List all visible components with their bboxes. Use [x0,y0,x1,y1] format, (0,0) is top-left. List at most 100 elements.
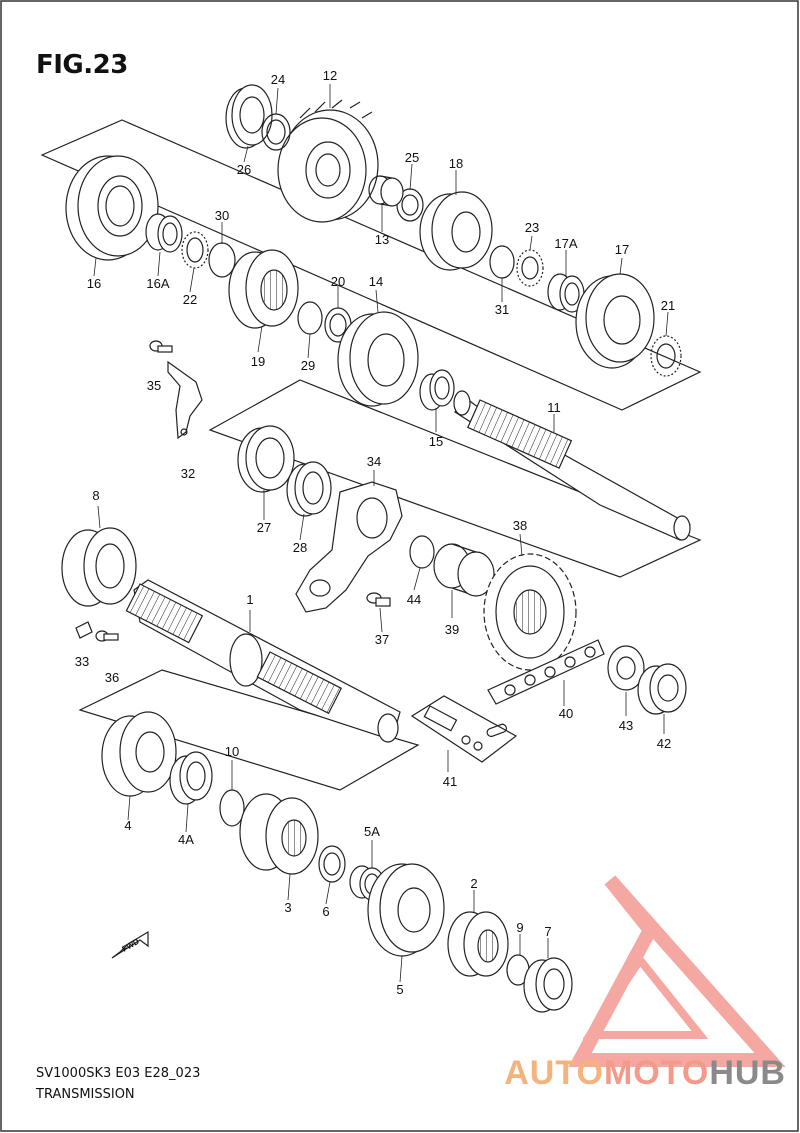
gear-2 [447,911,509,977]
bushing-16A [145,213,183,253]
leader-lines [93,84,669,983]
callout-6: 6 [322,904,329,919]
bearing-27 [237,425,295,493]
bolt-36 [95,630,119,642]
callout-36: 36 [105,670,119,685]
circlip-29 [297,301,323,335]
callout-30: 30 [215,208,229,223]
washer-43 [607,645,645,691]
driveshaft-1 [125,579,401,743]
group-box-countershaft [40,119,702,411]
washer-6 [318,845,346,883]
callout-15: 15 [429,434,443,449]
gear-3 [239,793,319,875]
callout-5A: 5A [364,824,380,839]
bushing-15 [419,369,455,411]
bearing-7 [523,957,573,1013]
callout-1: 1 [246,592,253,607]
figure-title: FIG.23 [36,50,128,80]
callout-42: 42 [657,736,671,751]
callout-7: 7 [544,924,551,939]
callout-29: 29 [301,358,315,373]
watermark-triangle-icon [568,875,786,1067]
sprocket-38 [483,553,577,671]
callout-40: 40 [559,706,573,721]
circlip-10 [219,789,245,827]
plate-34 [295,481,403,613]
countershaft-11 [453,390,691,541]
bolt-37 [366,592,391,607]
washer-21 [650,335,682,377]
callout-39: 39 [445,622,459,637]
diagram-code: SV1000SK3 E03 E28_023 [36,1066,201,1081]
o-ring-44 [409,535,435,569]
callout-16: 16 [87,276,101,291]
callout-28: 28 [293,540,307,555]
gear-12 [277,99,379,223]
callout-5: 5 [396,982,403,997]
callout-14: 14 [369,274,383,289]
callout-9: 9 [516,920,523,935]
callout-23: 23 [525,220,539,235]
bushing-13 [368,175,404,207]
callout-4A: 4A [178,832,194,847]
callout-20: 20 [331,274,345,289]
gear-18 [419,191,493,271]
callout-17: 17 [615,242,629,257]
bushing-4A [169,751,213,805]
callout-3: 3 [284,900,291,915]
washer-33 [75,621,93,639]
callout-41: 41 [443,774,457,789]
callout-43: 43 [619,718,633,733]
washer-23 [516,249,544,287]
callout-22: 22 [183,292,197,307]
callout-37: 37 [375,632,389,647]
spacer-39 [433,543,495,597]
circlip-31 [489,245,515,279]
gear-19 [228,249,299,329]
callout-33: 33 [75,654,89,669]
gear-16 [65,155,159,261]
bolt-35 [149,340,173,353]
callout-8: 8 [92,488,99,503]
group-box-driveshaft [78,669,420,791]
callout-44: 44 [407,592,421,607]
callout-13: 13 [375,232,389,247]
callout-31: 31 [495,302,509,317]
watermark-auto: AUTO [504,1054,604,1092]
group-box-shaft-11 [208,379,702,578]
bracket-32 [167,360,203,440]
master-link-41 [410,695,518,763]
circlip-30 [208,242,236,278]
watermark-moto: MOTO [603,1054,710,1092]
callout-18: 18 [449,156,463,171]
bushing-17A [547,273,585,313]
callout-21: 21 [661,298,675,313]
callout-35: 35 [147,378,161,393]
nut-42 [637,663,687,715]
callout-38: 38 [513,518,527,533]
callout-11: 11 [547,400,561,415]
callout-24: 24 [271,72,285,87]
callout-10: 10 [225,744,239,759]
callout-2: 2 [470,876,477,891]
washer-22 [181,231,209,269]
callout-19: 19 [251,354,265,369]
callout-32: 32 [181,466,195,481]
callout-12: 12 [323,68,337,83]
oil-seal-28 [286,461,332,517]
bearing-26 [225,84,273,149]
chain-40 [487,639,605,705]
bearing-8 [61,527,137,607]
diagram-name: TRANSMISSION [36,1087,135,1102]
fwd-arrow-icon [111,930,149,959]
watermark-logo: AUTOMOTOHUB [504,1054,786,1093]
gear-5 [367,863,445,957]
callout-17A: 17A [554,236,577,251]
callout-25: 25 [405,150,419,165]
callout-26: 26 [237,162,251,177]
